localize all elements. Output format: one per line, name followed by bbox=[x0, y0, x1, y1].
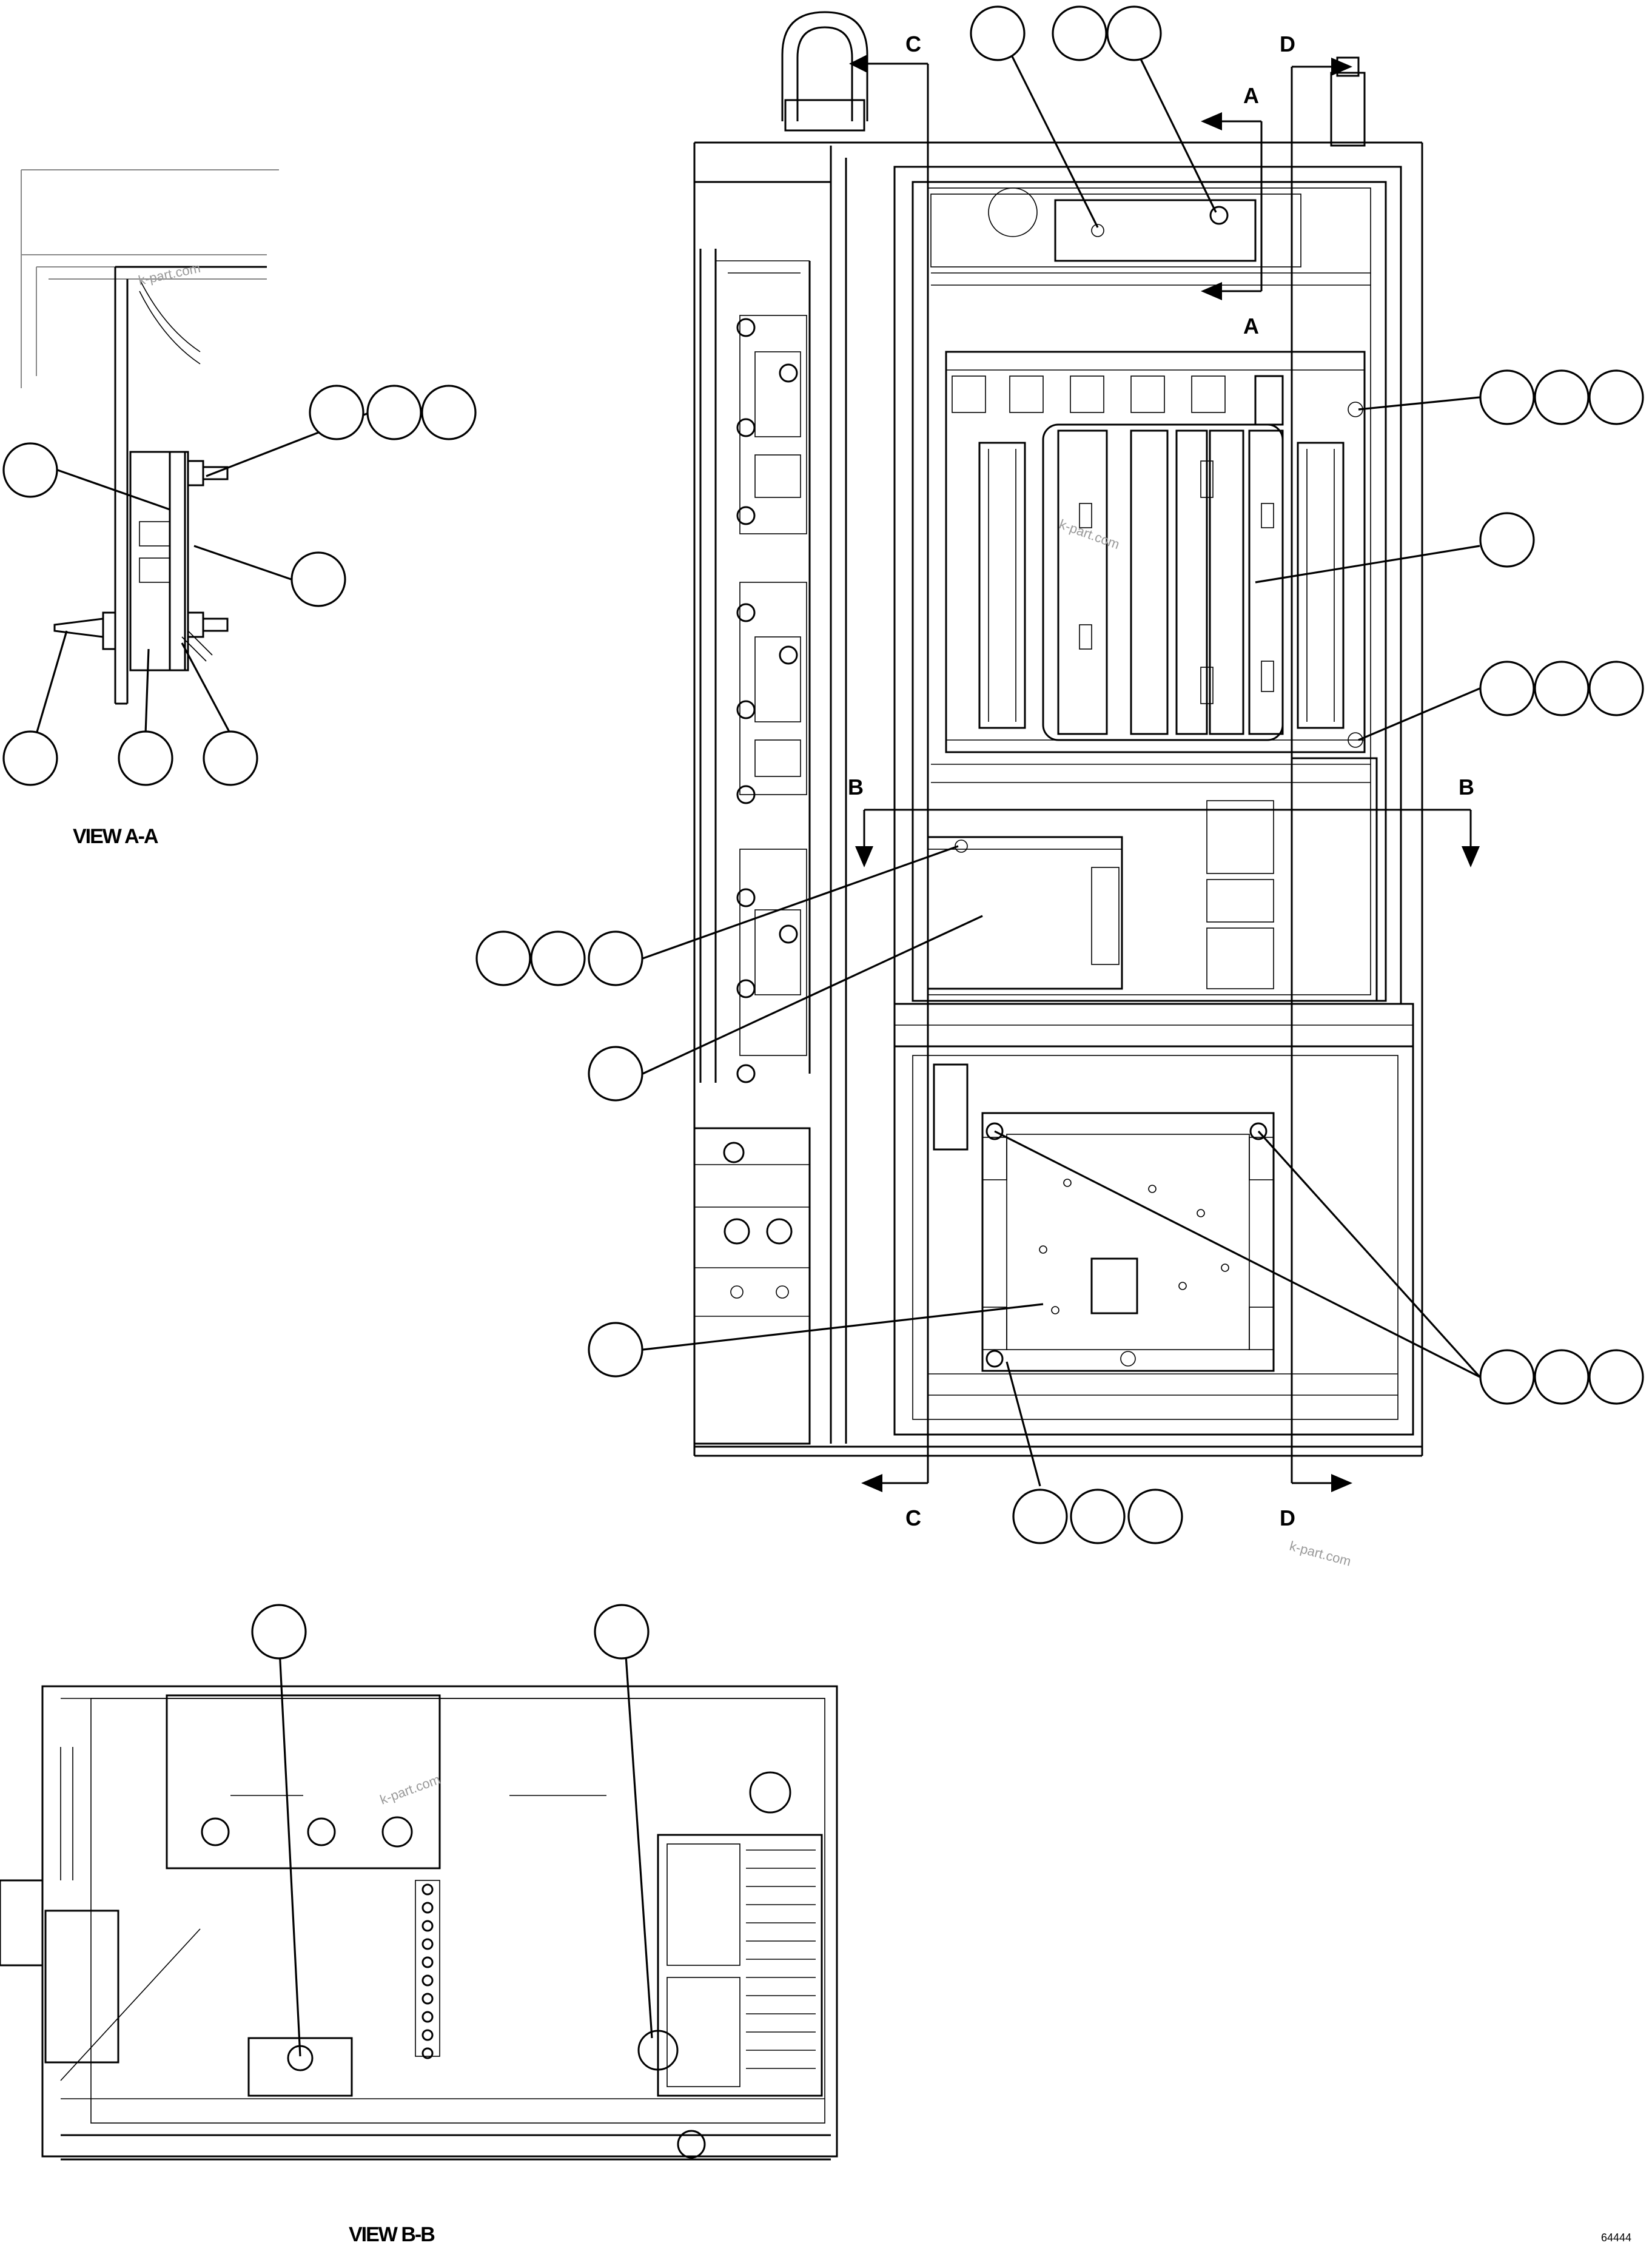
callout-balloon bbox=[588, 1046, 643, 1102]
callout-balloon bbox=[594, 1604, 650, 1660]
section-marker-a-top: A bbox=[1243, 83, 1259, 108]
callout-balloon bbox=[588, 1322, 643, 1378]
callout-balloon bbox=[1588, 1349, 1644, 1405]
watermark: k-part.com bbox=[137, 260, 202, 288]
callout-balloon bbox=[1127, 1489, 1183, 1544]
callout-balloon bbox=[309, 385, 364, 440]
section-line-a bbox=[1201, 112, 1263, 300]
callout-balloon bbox=[1534, 369, 1590, 425]
cabinet-front-view bbox=[693, 11, 1423, 1457]
section-marker-b-right: B bbox=[1459, 775, 1474, 799]
callout-balloon bbox=[366, 385, 422, 440]
callout-balloon bbox=[475, 930, 531, 986]
watermark: k-part.com bbox=[378, 1772, 442, 1808]
callout-balloon bbox=[2, 442, 58, 498]
section-line-d bbox=[1291, 58, 1352, 1492]
callout-balloon bbox=[970, 5, 1026, 61]
callout-balloon bbox=[1070, 1489, 1126, 1544]
view-aa-detail bbox=[21, 169, 279, 705]
section-marker-c-bottom: C bbox=[905, 1506, 921, 1530]
section-marker-d-bottom: D bbox=[1280, 1506, 1295, 1530]
callout-balloon bbox=[2, 730, 58, 786]
view-aa-callouts bbox=[2, 385, 477, 786]
section-marker-d-top: D bbox=[1280, 32, 1295, 56]
callout-balloon bbox=[251, 1604, 307, 1660]
callout-balloon bbox=[1534, 1349, 1590, 1405]
callout-balloon bbox=[1479, 661, 1535, 716]
callout-balloon bbox=[1479, 369, 1535, 425]
callout-balloon bbox=[1012, 1489, 1068, 1544]
view-aa-label: VIEW A-A bbox=[73, 825, 158, 848]
callout-balloon bbox=[118, 730, 173, 786]
main-view-callouts bbox=[475, 5, 1644, 1544]
callout-balloon bbox=[421, 385, 477, 440]
callout-balloon bbox=[1588, 369, 1644, 425]
callout-balloon bbox=[1534, 661, 1590, 716]
callout-balloon bbox=[1052, 5, 1107, 61]
callout-balloon bbox=[290, 551, 346, 607]
watermark: k-part.com bbox=[1288, 1538, 1353, 1569]
section-marker-b-left: B bbox=[848, 775, 864, 799]
callout-balloon bbox=[1479, 1349, 1535, 1405]
section-marker-a-bottom: A bbox=[1243, 314, 1259, 338]
view-bb-callouts bbox=[251, 1604, 653, 2057]
callout-balloon bbox=[530, 930, 586, 986]
callout-balloon bbox=[1106, 5, 1162, 61]
view-bb-detail bbox=[0, 1685, 838, 2161]
callout-balloon bbox=[1588, 661, 1644, 716]
drawing-code: 64444 bbox=[1601, 2232, 1631, 2244]
callout-balloon bbox=[1479, 512, 1535, 568]
section-line-c bbox=[849, 55, 929, 1492]
callout-balloon bbox=[203, 730, 258, 786]
watermark: k-part.com bbox=[1057, 516, 1121, 552]
callout-balloon bbox=[588, 930, 643, 986]
view-bb-label: VIEW B-B bbox=[349, 2223, 435, 2246]
section-line-b bbox=[855, 809, 1480, 867]
section-marker-c-top: C bbox=[905, 32, 921, 56]
